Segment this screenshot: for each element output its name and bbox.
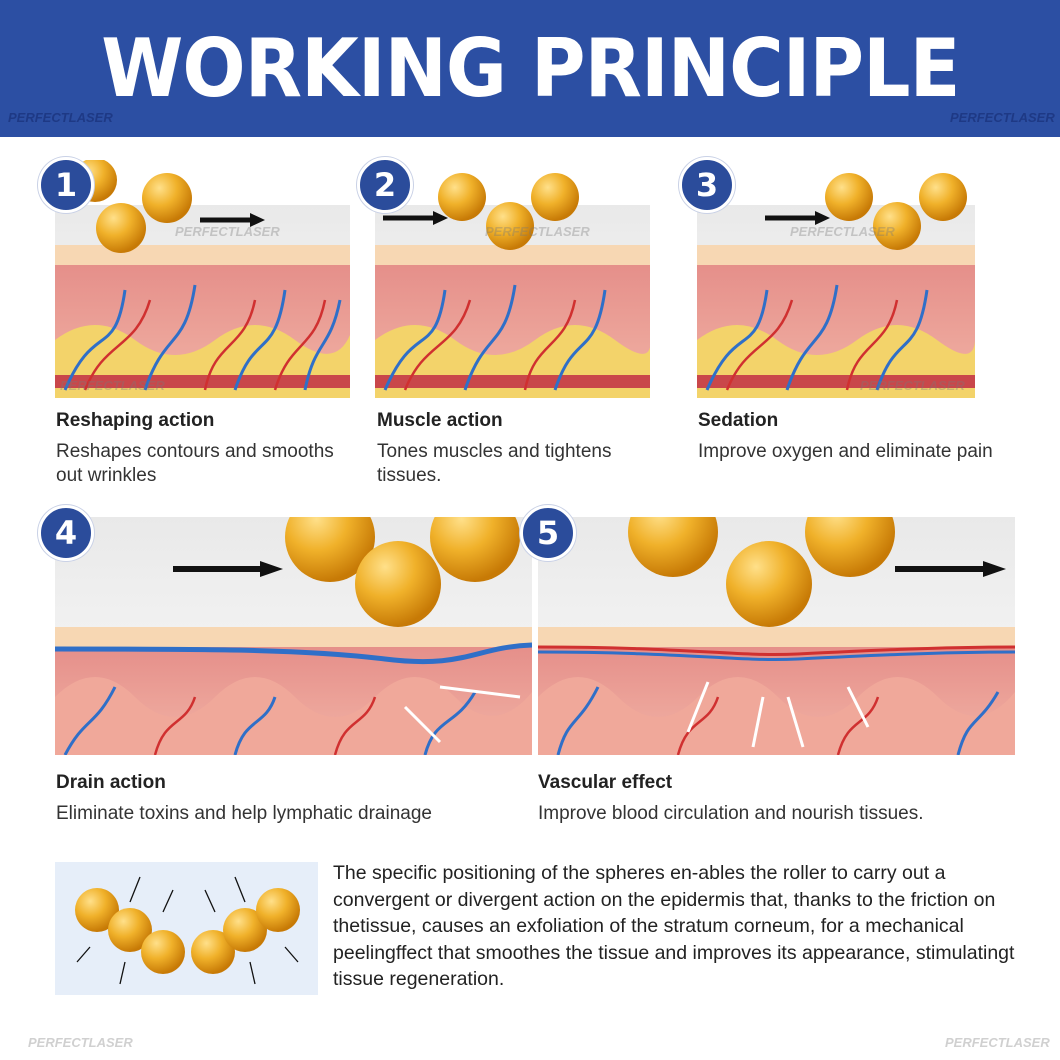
step-badge-1: 1: [38, 157, 94, 213]
step-title-2: Muscle action: [377, 410, 503, 431]
illustration-muscle: [375, 160, 650, 398]
step-title-1: Reshaping action: [56, 410, 215, 431]
explanation-paragraph: The specific positioning of the spheres …: [333, 862, 1015, 990]
step-badge-5: 5: [520, 505, 576, 561]
page-title: WORKING PRINCIPLE: [100, 22, 960, 115]
illustration-vascular: [538, 517, 1015, 755]
illustration-drain: [55, 517, 532, 755]
step-badge-2: 2: [357, 157, 413, 213]
header-banner: WORKING PRINCIPLE: [0, 0, 1060, 137]
step-badge-3: 3: [679, 157, 735, 213]
step-badge-4: 4: [38, 505, 94, 561]
illustration-spheres-divergent: [55, 862, 318, 995]
illustration-reshaping: [55, 160, 350, 398]
step-description-5: Improve blood circulation and nourish ti…: [538, 803, 924, 824]
watermark: PERFECTLASER: [945, 1035, 1050, 1050]
step-title-5: Vascular effect: [538, 772, 673, 793]
step-description-4: Eliminate toxins and help lymphatic drai…: [56, 803, 432, 824]
illustration-sedation: [697, 160, 975, 398]
step-description-3: Improve oxygen and eliminate pain: [698, 441, 993, 462]
step-description-2: Tones muscles and tightens tissues.: [377, 441, 612, 486]
step-description-1: Reshapes contours and smooths out wrinkl…: [56, 441, 334, 486]
step-title-4: Drain action: [56, 772, 166, 793]
watermark: PERFECTLASER: [28, 1035, 133, 1050]
step-title-3: Sedation: [698, 410, 779, 431]
